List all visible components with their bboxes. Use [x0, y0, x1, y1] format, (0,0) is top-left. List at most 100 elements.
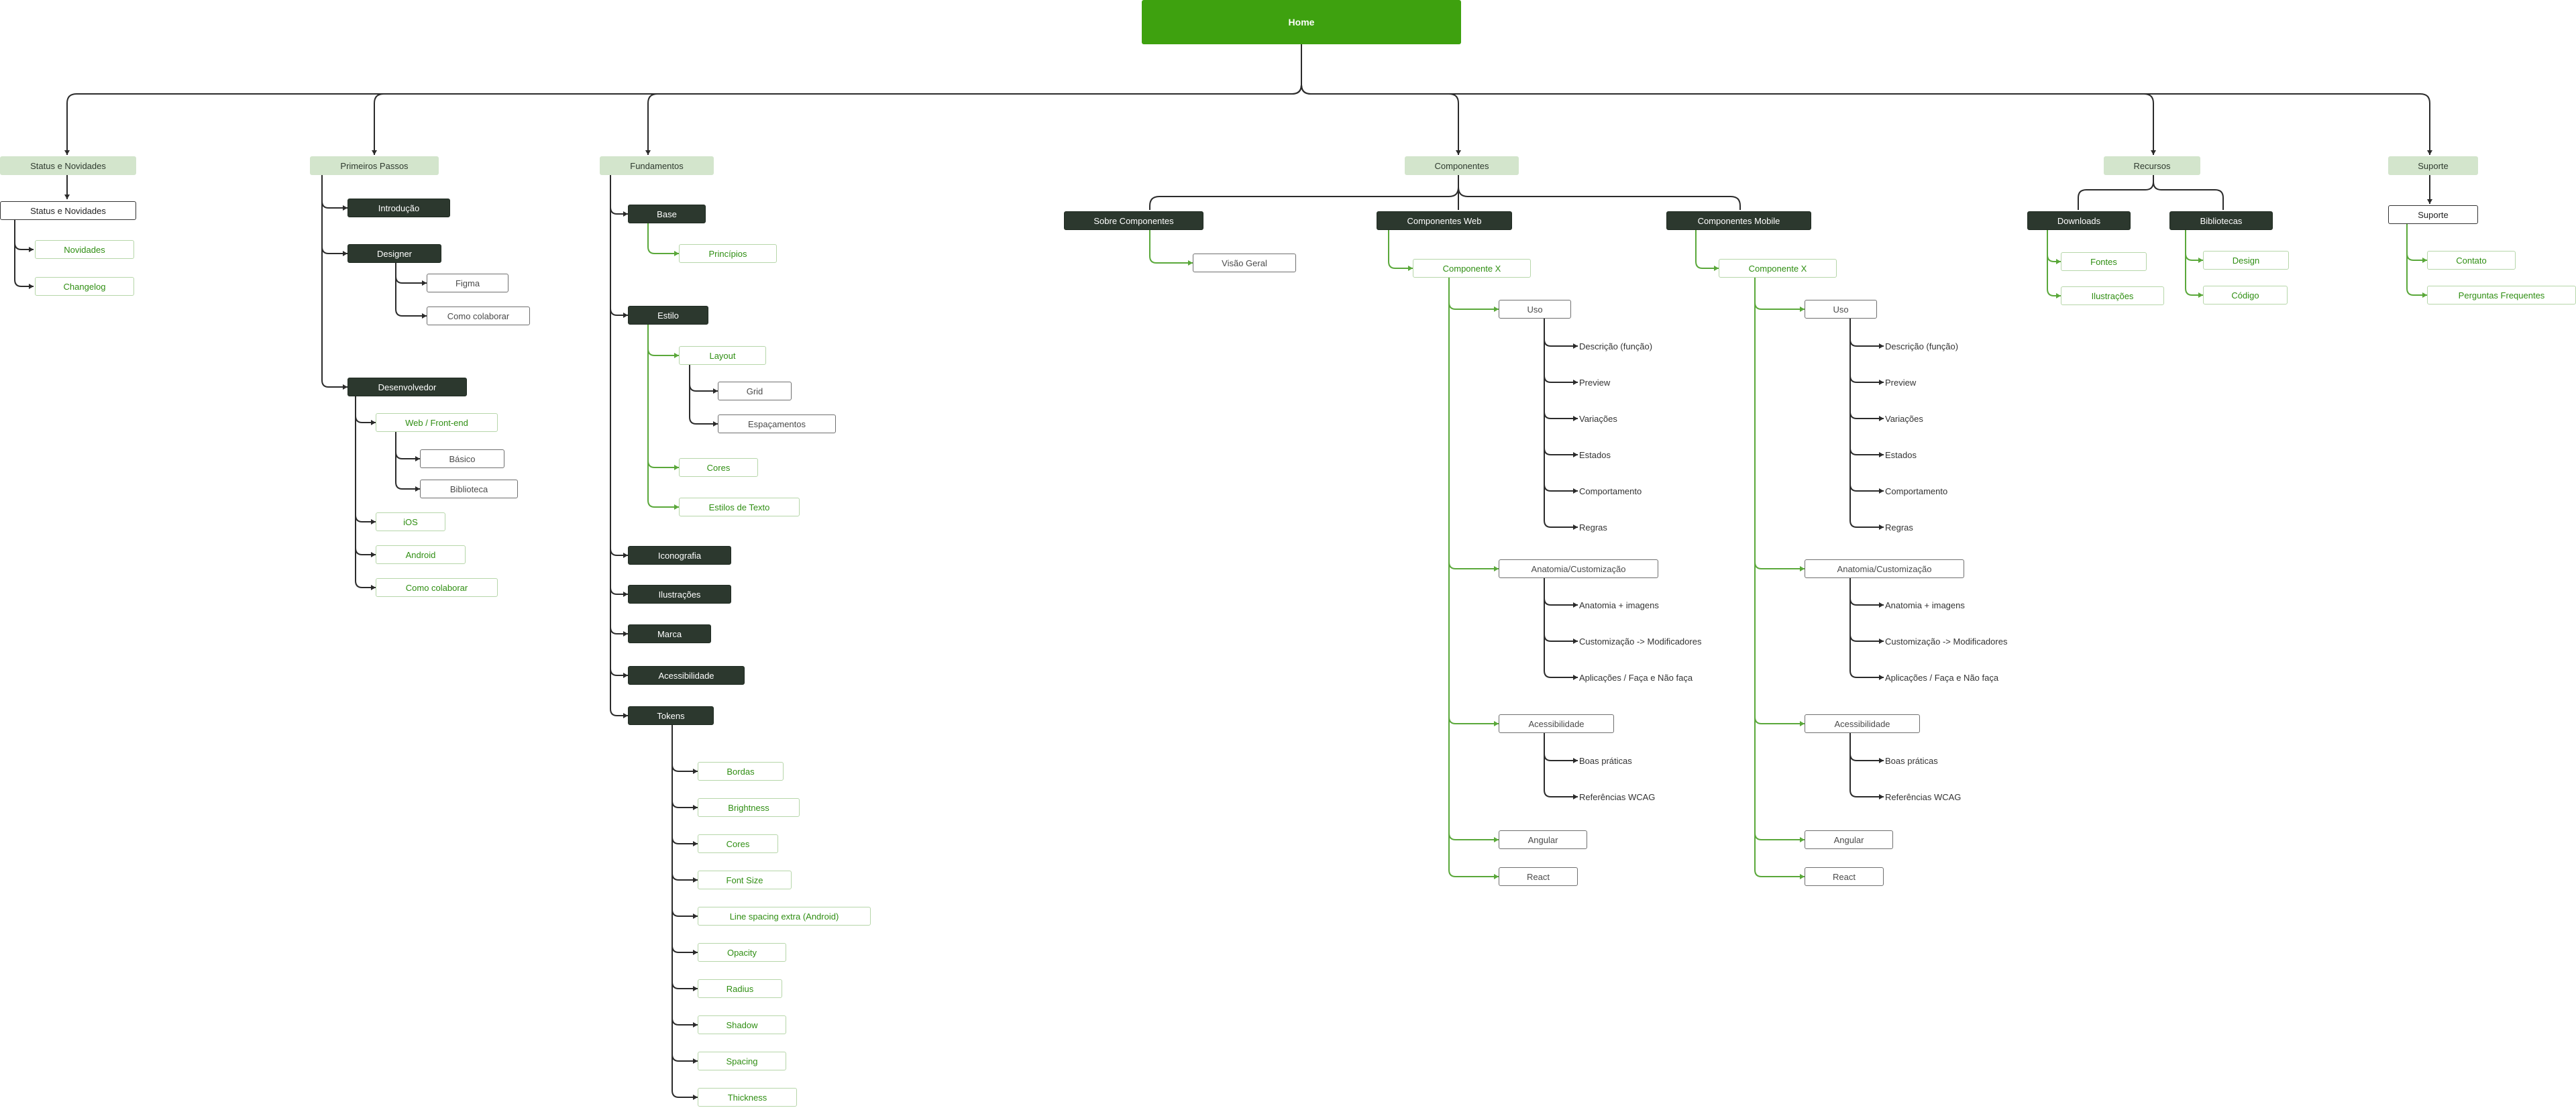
node-suporte-item-1[interactable]: Perguntas Frequentes: [2427, 286, 2576, 304]
node-figma[interactable]: Figma: [427, 274, 508, 292]
token-item-6[interactable]: Radius: [698, 979, 782, 998]
node-suporte-item-0[interactable]: Contato: [2427, 251, 2516, 270]
node-desenvolvedor[interactable]: Desenvolvedor: [347, 378, 467, 396]
node-introducao[interactable]: Introdução: [347, 199, 450, 217]
arrow-head-icon: [29, 284, 34, 289]
node-fund-0[interactable]: Iconografia: [628, 546, 731, 565]
node-componentes-mobile[interactable]: Componentes Mobile: [1666, 211, 1811, 230]
node-como-colaborar-designer[interactable]: Como colaborar: [427, 307, 530, 325]
node-componentes-web[interactable]: Componentes Web: [1377, 211, 1512, 230]
token-item-4[interactable]: Line spacing extra (Android): [698, 907, 871, 926]
connector-line: [1448, 278, 1499, 569]
web-anatomia-item-0: Anatomia + imagens: [1579, 600, 1659, 610]
arrow-head-icon: [674, 353, 679, 358]
connector-line: [395, 263, 427, 317]
connector-line: [321, 175, 347, 254]
token-item-7[interactable]: Shadow: [698, 1015, 786, 1034]
connector-line: [1544, 319, 1578, 492]
arrow-head-icon: [1573, 380, 1578, 385]
arrow-head-icon: [1494, 307, 1499, 312]
node-cores[interactable]: Cores: [679, 458, 758, 477]
web-acessibilidade[interactable]: Acessibilidade: [1499, 714, 1614, 733]
web-uso-item-4: Comportamento: [1579, 486, 1642, 496]
mobile-anatomia[interactable]: Anatomia/Customização: [1805, 559, 1964, 578]
node-fund-3[interactable]: Acessibilidade: [628, 666, 745, 685]
connector-line: [1544, 319, 1578, 383]
node-designer[interactable]: Designer: [347, 244, 441, 263]
node-dev-item-0[interactable]: iOS: [376, 512, 445, 531]
token-item-3[interactable]: Font Size: [698, 871, 792, 889]
node-espacamentos[interactable]: Espaçamentos: [718, 414, 836, 433]
node-biblioteca[interactable]: Biblioteca: [420, 480, 518, 498]
mobile-anatomia-item-1: Customização -> Modificadores: [1885, 636, 2008, 647]
node-bibliotecas-item-0[interactable]: Design: [2203, 251, 2289, 270]
node-web-front-end[interactable]: Web / Front-end: [376, 413, 498, 432]
page-suporte[interactable]: Suporte: [2388, 205, 2478, 224]
node-tokens[interactable]: Tokens: [628, 706, 714, 725]
connector-line: [321, 175, 347, 388]
node-visao-geral[interactable]: Visão Geral: [1193, 254, 1296, 272]
arrow-head-icon: [1879, 452, 1884, 457]
node-bibliotecas-item-1[interactable]: Código: [2203, 286, 2288, 304]
section-primeiros-passos[interactable]: Primeiros Passos: [310, 156, 439, 175]
token-item-5[interactable]: Opacity: [698, 943, 786, 962]
node-fund-1[interactable]: Ilustrações: [628, 585, 731, 604]
node-downloads-item-0[interactable]: Fontes: [2061, 252, 2147, 271]
mobile-acess-item-1: Referências WCAG: [1885, 791, 1962, 802]
node-basico[interactable]: Básico: [420, 449, 504, 468]
node-fund-2[interactable]: Marca: [628, 624, 711, 643]
token-item-2[interactable]: Cores: [698, 834, 778, 853]
arrow-head-icon: [623, 553, 628, 558]
web-fw-1[interactable]: React: [1499, 867, 1578, 886]
node-dev-item-1[interactable]: Android: [376, 545, 466, 564]
token-item-9[interactable]: Thickness: [698, 1088, 797, 1107]
web-fw-0[interactable]: Angular: [1499, 830, 1587, 849]
arrow-head-icon: [1573, 416, 1578, 421]
connector-line: [1301, 44, 2154, 155]
section-componentes[interactable]: Componentes: [1405, 156, 1519, 175]
arrow-head-icon: [1879, 416, 1884, 421]
arrow-head-icon: [1800, 566, 1805, 571]
arrow-head-icon: [422, 280, 427, 286]
mobile-acessibilidade[interactable]: Acessibilidade: [1805, 714, 1920, 733]
node-principios[interactable]: Princípios: [679, 244, 777, 263]
node-estilos-de-texto[interactable]: Estilos de Texto: [679, 498, 800, 516]
mobile-componente-x[interactable]: Componente X: [1719, 259, 1837, 278]
connector-line: [2047, 230, 2061, 262]
link-0[interactable]: Novidades: [35, 240, 134, 259]
arrow-head-icon: [1714, 266, 1719, 271]
web-anatomia[interactable]: Anatomia/Customização: [1499, 559, 1658, 578]
section-recursos[interactable]: Recursos: [2104, 156, 2200, 175]
node-base[interactable]: Base: [628, 205, 706, 223]
home-node[interactable]: Home: [1142, 0, 1461, 44]
web-componente-x[interactable]: Componente X: [1413, 259, 1531, 278]
node-bibliotecas[interactable]: Bibliotecas: [2169, 211, 2273, 230]
node-dev-item-2[interactable]: Como colaborar: [376, 578, 498, 597]
connector-line: [1301, 44, 2430, 155]
arrow-head-icon: [1456, 150, 1461, 155]
node-downloads[interactable]: Downloads: [2027, 211, 2131, 230]
token-item-1[interactable]: Brightness: [698, 798, 800, 817]
arrow-head-icon: [371, 552, 376, 557]
node-downloads-item-1[interactable]: Ilustrações: [2061, 286, 2164, 305]
token-item-0[interactable]: Bordas: [698, 762, 784, 781]
section-fundamentos[interactable]: Fundamentos: [600, 156, 714, 175]
node-sobre-componentes[interactable]: Sobre Componentes: [1064, 211, 1203, 230]
token-item-8[interactable]: Spacing: [698, 1052, 786, 1070]
web-uso[interactable]: Uso: [1499, 300, 1571, 319]
connector-line: [1544, 733, 1578, 797]
mobile-uso-item-5: Regras: [1885, 522, 1913, 533]
mobile-fw-0[interactable]: Angular: [1805, 830, 1893, 849]
node-grid[interactable]: Grid: [718, 382, 792, 400]
mobile-fw-1[interactable]: React: [1805, 867, 1884, 886]
section-status-novidades[interactable]: Status e Novidades: [0, 156, 136, 175]
node-estilo[interactable]: Estilo: [628, 306, 708, 325]
page-status-novidades[interactable]: Status e Novidades: [0, 201, 136, 220]
arrow-head-icon: [64, 150, 70, 155]
node-layout[interactable]: Layout: [679, 346, 766, 365]
arrow-head-icon: [2427, 150, 2432, 155]
mobile-uso[interactable]: Uso: [1805, 300, 1877, 319]
link-1[interactable]: Changelog: [35, 277, 134, 296]
section-suporte[interactable]: Suporte: [2388, 156, 2478, 175]
